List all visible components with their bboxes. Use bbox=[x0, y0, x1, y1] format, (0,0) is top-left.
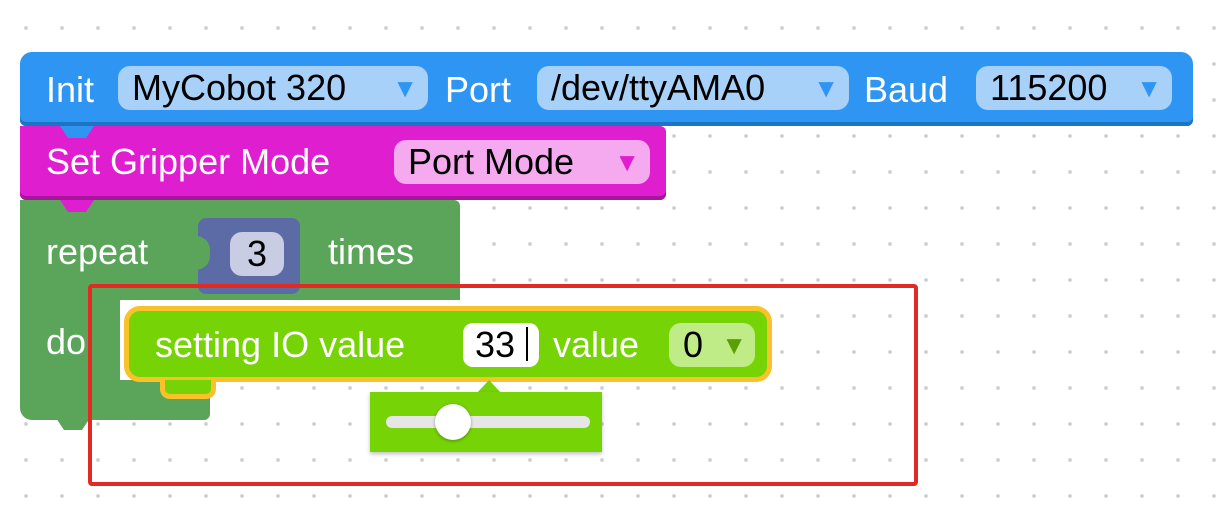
io-pin-input[interactable]: 33 bbox=[463, 323, 539, 367]
dropdown-arrow-icon: ▼ bbox=[614, 147, 640, 177]
baud-value: 115200 bbox=[990, 67, 1108, 108]
setting-io-value-block[interactable]: setting IO value 33 value 0 ▼ bbox=[124, 306, 772, 382]
repeat-count-value: 3 bbox=[246, 233, 268, 274]
repeat-label: repeat bbox=[46, 231, 149, 272]
block-connector-notch bbox=[60, 126, 94, 138]
init-block[interactable]: Init MyCobot 320 ▼ Port /dev/ttyAMA0 ▼ B… bbox=[20, 52, 1193, 126]
slider-popup-pointer bbox=[476, 380, 502, 394]
text-caret-icon bbox=[526, 327, 529, 361]
repeat-count-socket-tab bbox=[192, 236, 210, 270]
robot-model-dropdown[interactable]: MyCobot 320 ▼ bbox=[118, 66, 428, 110]
gripper-mode-value: Port Mode bbox=[408, 141, 575, 182]
value-label: value bbox=[553, 324, 640, 365]
baud-dropdown[interactable]: 115200 ▼ bbox=[976, 66, 1172, 110]
dropdown-arrow-icon: ▼ bbox=[1136, 73, 1162, 103]
highlight-rectangle bbox=[88, 284, 918, 486]
dropdown-arrow-icon: ▼ bbox=[721, 330, 747, 360]
port-dropdown[interactable]: /dev/ttyAMA0 ▼ bbox=[537, 66, 849, 110]
port-value: /dev/ttyAMA0 bbox=[551, 67, 766, 108]
repeat-count-input[interactable]: 3 bbox=[230, 232, 284, 276]
robot-model-value: MyCobot 320 bbox=[132, 67, 347, 108]
io-pin-value: 33 bbox=[475, 324, 516, 365]
slider-thumb[interactable] bbox=[435, 404, 472, 440]
times-label: times bbox=[328, 231, 415, 272]
set-gripper-mode-label: Set Gripper Mode bbox=[46, 141, 331, 182]
block-connector-notch bbox=[60, 200, 94, 212]
repeat-do-arm: do bbox=[20, 300, 120, 380]
io-state-value: 0 bbox=[683, 324, 704, 365]
dropdown-arrow-icon: ▼ bbox=[813, 73, 839, 103]
port-label: Port bbox=[445, 69, 512, 110]
setting-io-value-label: setting IO value bbox=[155, 324, 406, 365]
init-label: Init bbox=[46, 69, 95, 110]
number-slider-popup bbox=[370, 392, 602, 452]
gripper-mode-dropdown[interactable]: Port Mode ▼ bbox=[394, 140, 650, 184]
set-gripper-mode-block[interactable]: Set Gripper Mode Port Mode ▼ bbox=[20, 126, 666, 200]
io-state-dropdown[interactable]: 0 ▼ bbox=[669, 323, 755, 367]
baud-label: Baud bbox=[864, 69, 949, 110]
dropdown-arrow-icon: ▼ bbox=[392, 73, 418, 103]
setting-io-block-bottom-tab bbox=[160, 380, 216, 399]
repeat-footer-connector bbox=[56, 418, 90, 430]
do-label: do bbox=[46, 321, 87, 362]
repeat-block[interactable]: repeat 3 times bbox=[20, 200, 460, 300]
